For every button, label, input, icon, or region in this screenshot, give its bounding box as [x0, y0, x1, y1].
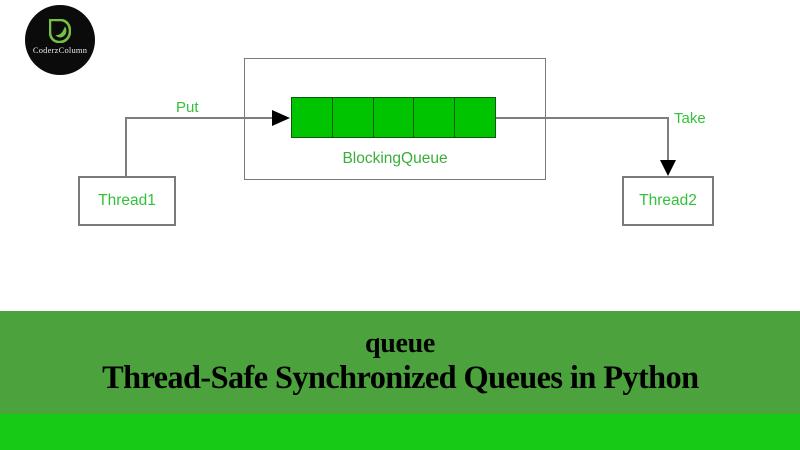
queue-cell [292, 98, 333, 137]
queue-cell [455, 98, 495, 137]
thread1-node: Thread1 [78, 176, 176, 226]
banner-title: queue [364, 328, 436, 359]
leaf-d-icon [49, 19, 71, 43]
put-edge-vertical-segment [125, 118, 127, 178]
queue-cell [414, 98, 456, 137]
arrow-down-icon [660, 160, 676, 176]
logo-wordmark: CoderzColumn [32, 45, 88, 55]
take-edge-horizontal-segment [496, 117, 669, 119]
put-edge-horizontal-segment [125, 117, 275, 119]
queue-cell [332, 98, 374, 137]
thread2-label: Thread2 [639, 192, 697, 209]
put-edge-label: Put [176, 99, 199, 116]
take-edge-label: Take [674, 110, 706, 127]
blocking-queue-label: BlockingQueue [342, 150, 448, 167]
producer-consumer-diagram: BlockingQueue Put Take Thread1 Thread2 [78, 58, 714, 226]
thread1-label: Thread1 [98, 192, 156, 209]
title-banner: queue Thread-Safe Synchronized Queues in… [0, 311, 800, 414]
thread2-node: Thread2 [622, 176, 714, 226]
queue-cell [373, 98, 415, 137]
coderzcolumn-logo: CoderzColumn [25, 5, 95, 75]
banner-subtitle: Thread-Safe Synchronized Queues in Pytho… [101, 360, 699, 396]
queue-cells [291, 97, 496, 138]
blocking-queue-container [244, 58, 546, 180]
banner-accent-strip [0, 414, 800, 450]
take-edge-vertical-segment [667, 117, 669, 165]
arrow-right-icon [272, 110, 290, 126]
